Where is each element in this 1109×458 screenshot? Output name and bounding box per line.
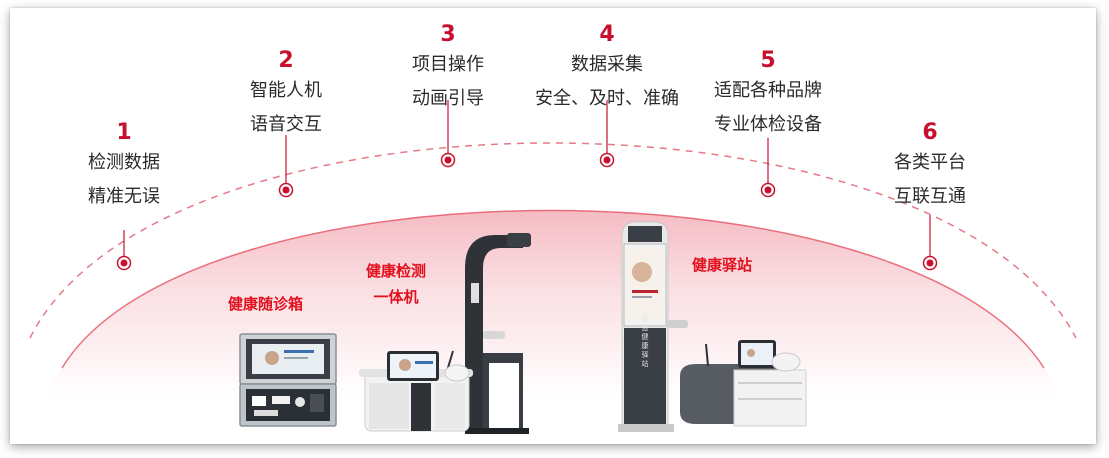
point-marker-icon — [760, 182, 776, 198]
health-station-icon: 智慧健康驿站 — [618, 221, 807, 432]
feature-number: 4 — [599, 22, 615, 47]
health-kiosk-icon — [359, 233, 531, 434]
feature-number: 1 — [116, 120, 132, 145]
feature-line: 适配各种品牌 — [714, 80, 822, 101]
feature-slide: 1 检测数据 精准无误 2 智能人机 语音交互 3 项目操作 动画引导 4 数据… — [10, 8, 1096, 444]
feature-number: 2 — [278, 48, 294, 73]
point-marker-icon — [116, 255, 132, 271]
point-markers — [116, 152, 938, 271]
feature-line: 各类平台 — [894, 152, 966, 173]
feature-number: 5 — [760, 48, 776, 73]
point-marker-icon — [278, 182, 294, 198]
point-marker-icon — [922, 255, 938, 271]
feature-3: 3 项目操作 动画引导 — [348, 22, 548, 116]
point-marker-icon — [599, 152, 615, 168]
product-label-station: 健康驿站 — [692, 256, 753, 274]
feature-line: 精准无误 — [88, 186, 160, 207]
feature-2: 2 智能人机 语音交互 — [186, 48, 386, 142]
product-label-integrated: 健康检测 一体机 — [366, 258, 426, 310]
feature-number: 3 — [440, 22, 456, 47]
product-label-kit: 健康随诊箱 — [228, 295, 304, 313]
feature-line: 数据采集 — [571, 54, 643, 75]
feature-6: 6 各类平台 互联互通 — [830, 120, 1030, 214]
feature-line: 专业体检设备 — [714, 114, 822, 135]
dome-edge — [61, 209, 1045, 369]
station-panel-text: 智慧健康驿站 — [641, 314, 649, 369]
product-label-line: 一体机 — [373, 288, 419, 306]
feature-number: 6 — [922, 120, 938, 145]
feature-5: 5 适配各种品牌 专业体检设备 — [668, 48, 868, 142]
medical-kit-icon — [239, 333, 337, 427]
feature-line: 互联互通 — [894, 186, 966, 207]
feature-line: 安全、及时、准确 — [535, 88, 679, 109]
feature-4: 4 数据采集 安全、及时、准确 — [507, 22, 707, 116]
point-marker-icon — [440, 152, 456, 168]
dome-fill — [10, 210, 1096, 444]
feature-line: 语音交互 — [250, 114, 322, 135]
feature-line: 动画引导 — [412, 88, 484, 109]
feature-1: 1 检测数据 精准无误 — [24, 120, 224, 214]
feature-line: 智能人机 — [250, 80, 322, 101]
product-label-line: 健康检测 — [366, 262, 427, 280]
feature-line: 项目操作 — [412, 54, 484, 75]
feature-line: 检测数据 — [88, 152, 160, 173]
